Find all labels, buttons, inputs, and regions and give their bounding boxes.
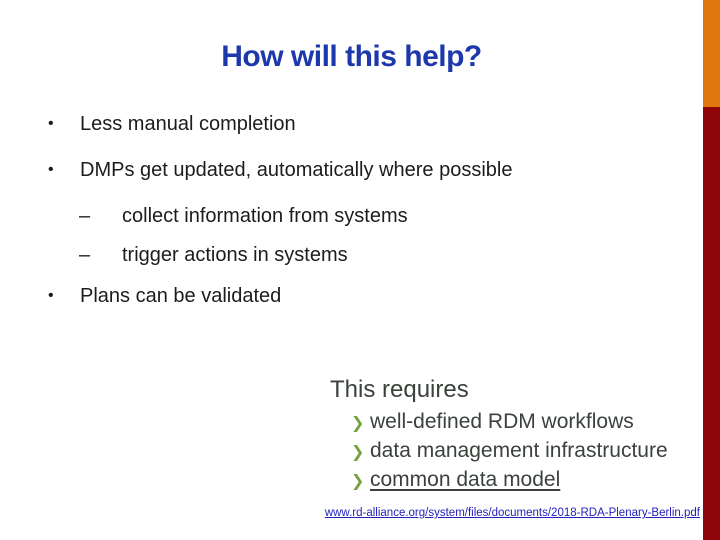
slide-title: How will this help? bbox=[221, 40, 482, 73]
bullet-marker: • bbox=[48, 115, 54, 132]
bullet-marker: • bbox=[48, 161, 54, 178]
requires-item-text: well-defined RDM workflows bbox=[370, 410, 634, 433]
dash-marker: – bbox=[79, 205, 91, 227]
requires-item: ❯ data management infrastructure bbox=[330, 436, 702, 465]
this-requires-figure: This requires ❯ well-defined RDM workflo… bbox=[330, 376, 702, 494]
dash-marker: – bbox=[79, 244, 91, 266]
source-link[interactable]: www.rd-alliance.org/system/files/documen… bbox=[324, 507, 700, 519]
sub-bullet-text: collect information from systems bbox=[122, 205, 408, 227]
requires-heading: This requires bbox=[330, 376, 469, 403]
bullet-text: DMPs get updated, automatically where po… bbox=[80, 159, 513, 181]
requires-item-text: common data model bbox=[370, 468, 561, 491]
bullet-marker: • bbox=[48, 287, 54, 304]
chevron-right-icon: ❯ bbox=[351, 473, 365, 490]
sub-bullet-text: trigger actions in systems bbox=[122, 244, 348, 266]
bullet-text: Plans can be validated bbox=[80, 285, 282, 307]
requires-item: ❯ common data model bbox=[330, 465, 702, 494]
chevron-right-icon: ❯ bbox=[351, 444, 365, 461]
requires-item: ❯ well-defined RDM workflows bbox=[330, 407, 702, 436]
bullet-text: Less manual completion bbox=[80, 113, 296, 135]
right-accent-bar-orange bbox=[703, 0, 720, 107]
chevron-right-icon: ❯ bbox=[351, 415, 365, 432]
right-accent-bar-red bbox=[703, 107, 720, 540]
requires-item-text: data management infrastructure bbox=[370, 439, 668, 462]
